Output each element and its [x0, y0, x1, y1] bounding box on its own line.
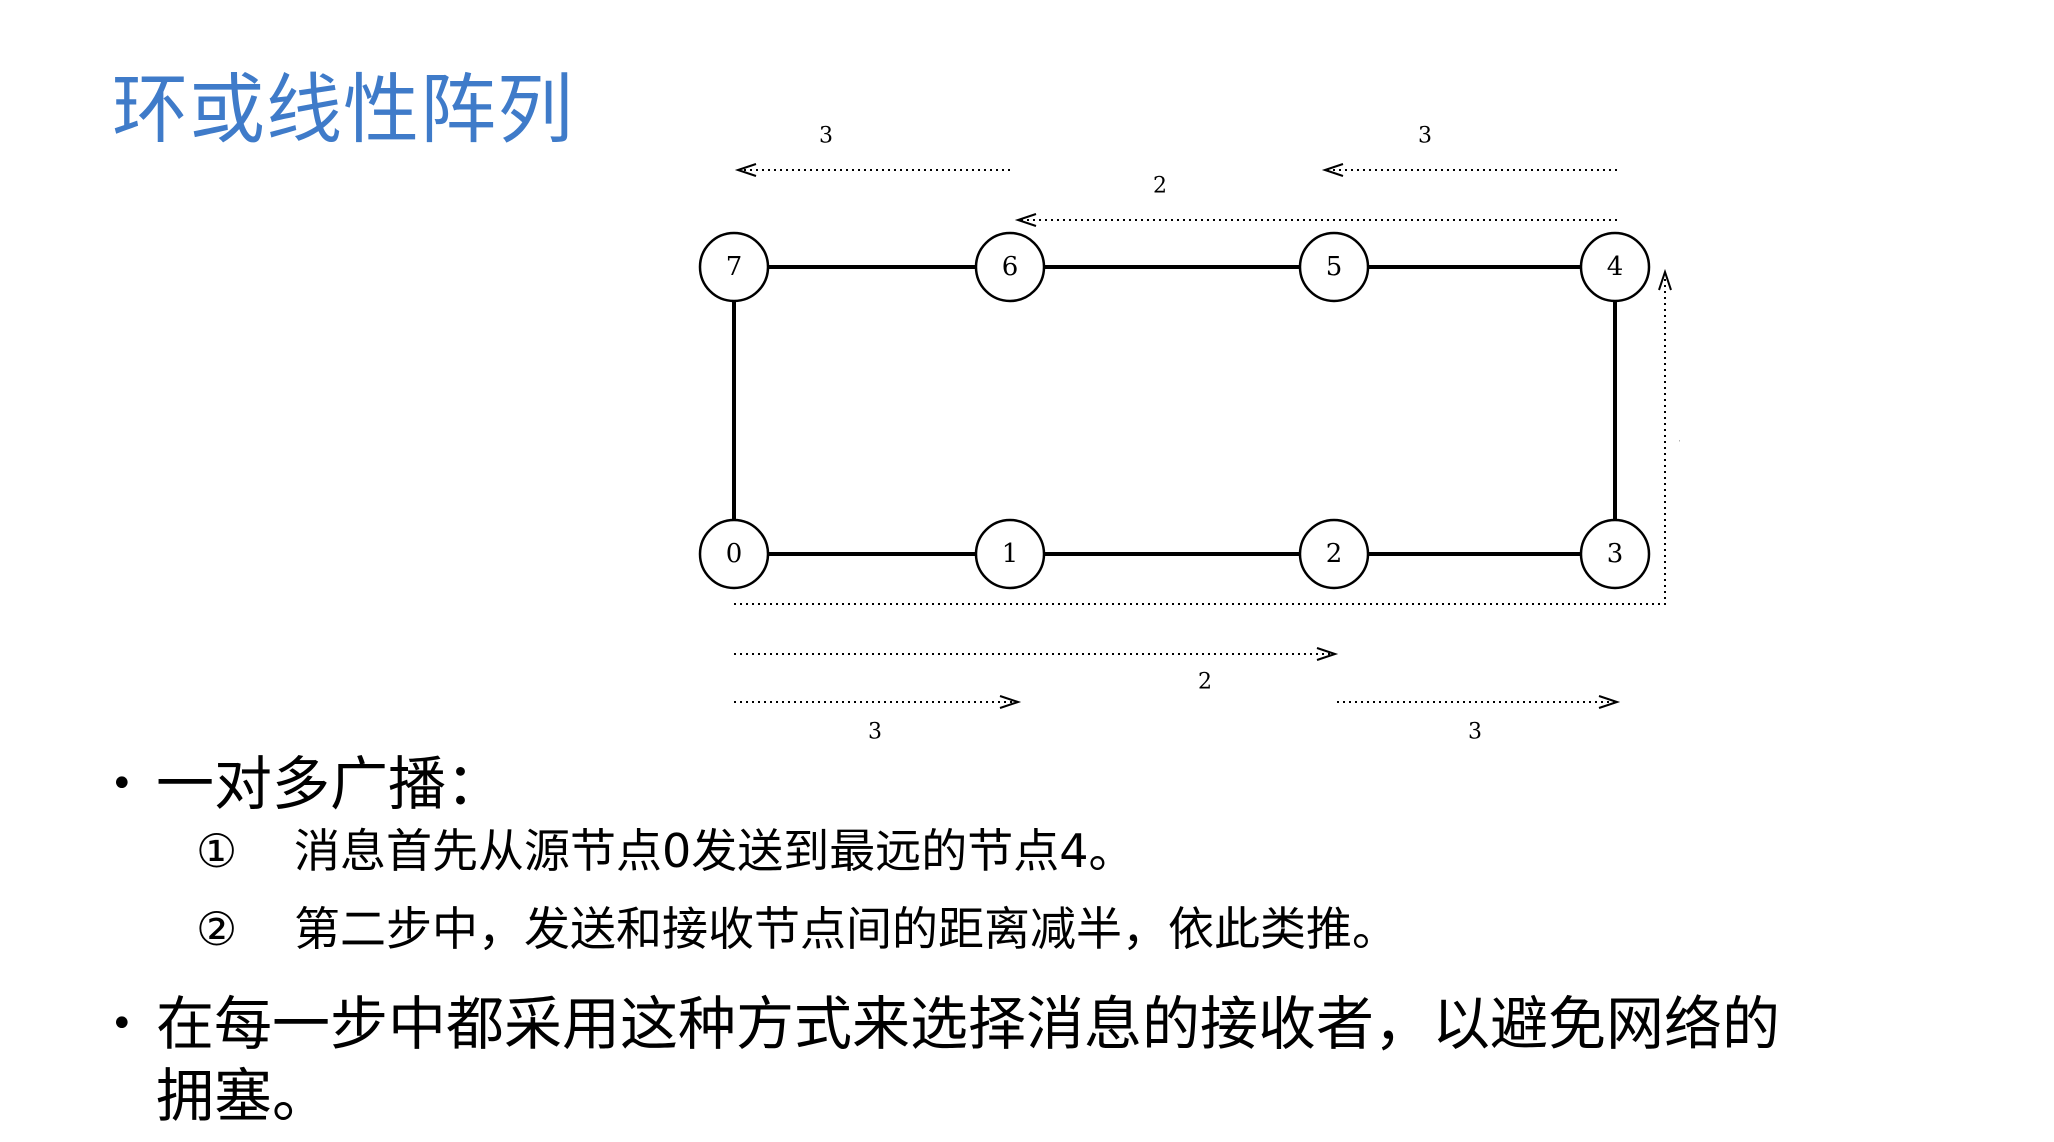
node-2: 2	[1298, 518, 1370, 590]
bullet-text: 在每一步中都采用这种方式来选择消息的接收者，以避免网络的拥塞。	[156, 988, 1780, 1132]
step-label-4-to-6: 2	[1153, 174, 1167, 199]
step-label-6-to-7: 3	[819, 124, 833, 149]
node-label: 5	[1326, 252, 1343, 282]
node-circle	[1298, 231, 1370, 303]
message-arrow-4-to-5	[1321, 163, 1617, 177]
step-labels: 1 2 2 3 3 3 3	[819, 124, 1680, 745]
node-5: 5	[1298, 231, 1370, 303]
message-arrow-0-to-1	[734, 695, 1022, 709]
message-arrow-2-to-3	[1337, 695, 1621, 709]
step-label-0-to-4: 1	[1677, 436, 1680, 461]
node-label: 0	[726, 539, 743, 569]
message-arrow-0-to-2	[734, 647, 1339, 661]
bullet-line: 拥塞。	[156, 1062, 331, 1130]
bullet-congestion: • 在每一步中都采用这种方式来选择消息的接收者，以避免网络的拥塞。	[110, 988, 1780, 1132]
bullet-dot: •	[110, 761, 134, 807]
node-circle	[1579, 518, 1651, 590]
node-4: 4	[1579, 231, 1651, 303]
node-circle	[974, 518, 1046, 590]
bullet-dot: •	[110, 1001, 134, 1047]
message-arrow-0-to-4	[734, 268, 1672, 605]
bullet-text: 一对多广播：	[156, 750, 505, 818]
ring-broadcast-diagram: 0 1 2 3 4 5 6 7 1 2 2 3 3 3 3	[698, 124, 1680, 745]
node-7: 7	[698, 231, 770, 303]
node-0: 0	[698, 518, 770, 590]
node-circle	[1298, 518, 1370, 590]
step-label-0-to-2: 2	[1198, 670, 1212, 695]
ring-edges	[732, 265, 1617, 556]
sub-item-step2: ② 第二步中，发送和接收节点间的距离减半，依此类推。	[196, 900, 1398, 958]
node-circle	[698, 518, 770, 590]
node-1: 1	[974, 518, 1046, 590]
bullet-line: 在每一步中都采用这种方式来选择消息的接收者，以避免网络的	[156, 990, 1781, 1058]
slide-title: 环或线性阵列	[112, 65, 574, 154]
step-label-4-to-5: 3	[1418, 124, 1432, 149]
node-circle	[698, 231, 770, 303]
node-label: 6	[1002, 252, 1019, 282]
circled-number-2: ②	[196, 902, 238, 956]
step-label-2-to-3: 3	[1468, 720, 1482, 745]
node-label: 1	[1002, 539, 1019, 569]
bullet-broadcast: • 一对多广播：	[110, 748, 504, 820]
node-circle	[1579, 231, 1651, 303]
sub-item-step1: ① 消息首先从源节点0发送到最远的节点4。	[196, 822, 1135, 880]
node-3: 3	[1579, 518, 1651, 590]
node-label: 4	[1607, 252, 1624, 282]
node-circle	[974, 231, 1046, 303]
node-label: 3	[1607, 539, 1624, 569]
node-label: 7	[726, 252, 743, 282]
node-label: 2	[1326, 539, 1343, 569]
message-arrows	[734, 163, 1672, 709]
message-arrow-4-to-6	[1014, 213, 1617, 227]
step-label-0-to-1: 3	[868, 720, 882, 745]
node-6: 6	[974, 231, 1046, 303]
ring-nodes: 0 1 2 3 4 5 6 7	[698, 231, 1651, 590]
sub-item-text: 消息首先从源节点0发送到最远的节点4。	[294, 824, 1135, 878]
sub-item-text: 第二步中，发送和接收节点间的距离减半，依此类推。	[294, 902, 1398, 956]
circled-number-1: ①	[196, 824, 238, 878]
message-arrow-6-to-7	[734, 163, 1010, 177]
